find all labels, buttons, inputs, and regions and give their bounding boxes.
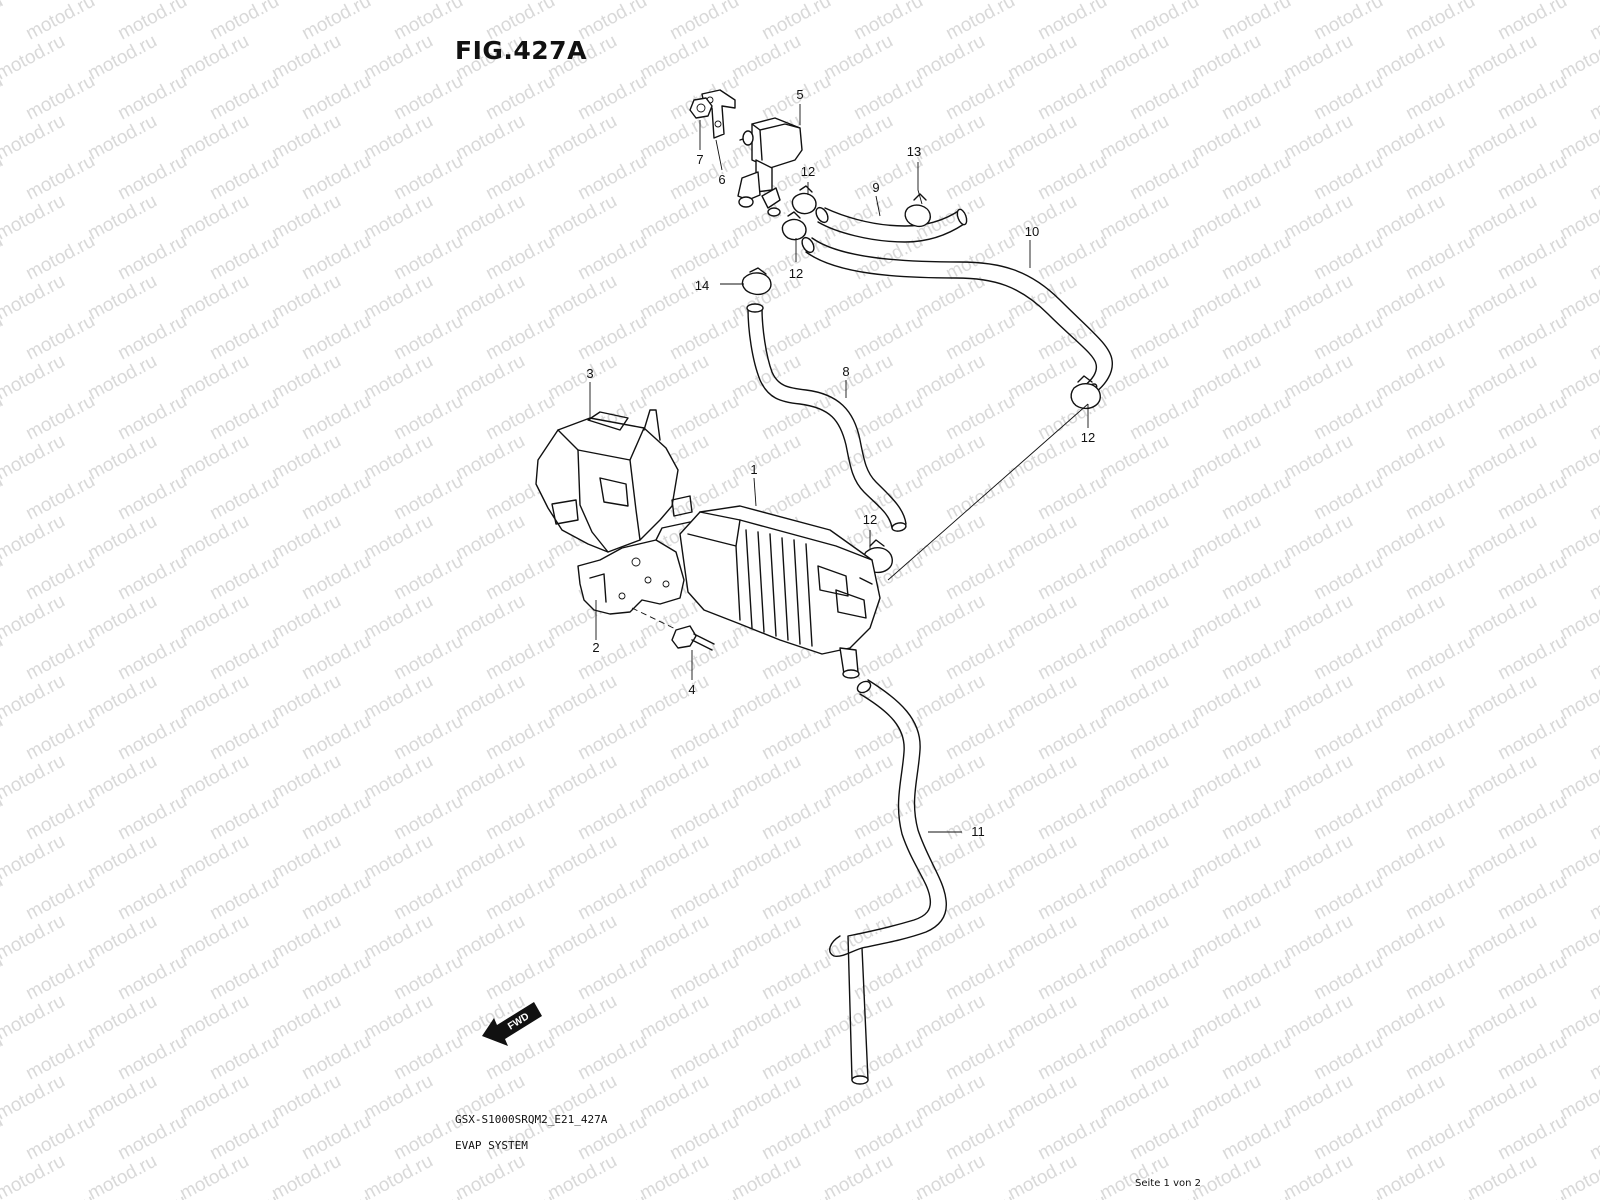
callout-11: 11 xyxy=(971,824,985,839)
callout-1: 1 xyxy=(750,462,757,477)
callout-6: 6 xyxy=(718,172,725,187)
hose-9 xyxy=(815,206,968,243)
clamp-14 xyxy=(741,267,772,296)
hose-10 xyxy=(801,236,1113,397)
callout-12-a: 12 xyxy=(801,164,815,179)
callout-2: 2 xyxy=(592,640,599,655)
nut xyxy=(689,97,713,119)
callout-12-d: 12 xyxy=(863,512,877,527)
callout-3: 3 xyxy=(586,366,593,381)
callout-5: 5 xyxy=(796,87,803,102)
callout-10: 10 xyxy=(1025,224,1039,239)
clamp-13 xyxy=(904,193,931,228)
callout-12-b: 12 xyxy=(789,266,803,281)
fwd-arrow: FWD xyxy=(482,1002,542,1046)
clamp xyxy=(791,185,817,215)
callout-14: 14 xyxy=(695,278,709,293)
callout-4: 4 xyxy=(688,682,695,697)
callout-9: 9 xyxy=(872,180,879,195)
canister xyxy=(679,505,881,679)
clamp xyxy=(781,211,807,241)
clamp xyxy=(1070,375,1101,410)
section-name: EVAP SYSTEM xyxy=(455,1139,528,1152)
hose-8 xyxy=(746,303,907,532)
callout-8: 8 xyxy=(842,364,849,379)
callout-labels: 1 2 3 4 5 6 7 8 9 10 11 12 12 12 12 13 1… xyxy=(586,87,1095,839)
hose-11 xyxy=(829,679,947,1085)
model-code: GSX-S1000SRQM2_E21_427A xyxy=(455,1113,608,1126)
callout-7: 7 xyxy=(696,152,703,167)
canister-cover xyxy=(535,409,693,553)
callout-12-c: 12 xyxy=(1081,430,1095,445)
figure-title: FIG.427A xyxy=(455,36,587,65)
leader-lines xyxy=(589,104,1089,833)
page-indicator: Seite 1 von 2 xyxy=(1135,1178,1201,1189)
bolt xyxy=(671,625,715,651)
callout-13: 13 xyxy=(907,144,921,159)
purge-control-valve xyxy=(737,117,803,217)
